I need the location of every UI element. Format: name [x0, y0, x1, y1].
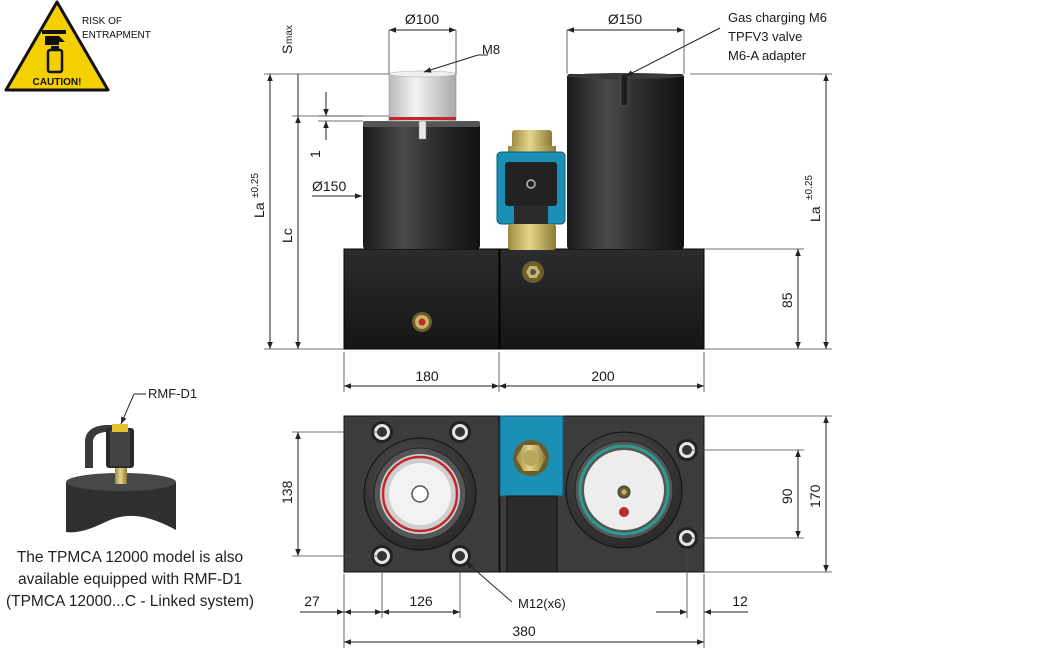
gas-label-1: Gas charging M6 [728, 10, 827, 25]
dim-126: 126 [409, 593, 433, 609]
dim-d150-left: Ø150 [312, 178, 346, 194]
bolt-hole [449, 545, 471, 567]
dim-la-left-tol: ±0.25 [250, 173, 261, 198]
dim-d150-right: Ø150 [608, 11, 642, 27]
warning-sign: CAUTION! [4, 0, 110, 92]
dim-12: 12 [732, 593, 748, 609]
dim-180: 180 [415, 368, 439, 384]
dim-d100: Ø100 [405, 11, 439, 27]
gas-label-3: M6-A adapter [728, 48, 807, 63]
press-bar-icon [42, 30, 66, 34]
warning-line1: RISK OF [82, 16, 122, 27]
rmf-d1-accessory [66, 424, 176, 533]
caution-text: CAUTION! [33, 77, 82, 88]
dim-380: 380 [512, 623, 536, 639]
port-left [412, 312, 432, 332]
dim-s-max-sub: max [284, 25, 295, 44]
dim-s-max: S [279, 45, 295, 54]
cylinder-left [363, 121, 480, 249]
bolt-hole [449, 421, 471, 443]
top-view [343, 415, 705, 573]
label-m8: M8 [482, 42, 500, 57]
dim-27: 27 [304, 593, 320, 609]
note-line1: The TPMCA 12000 model is also [17, 549, 243, 566]
label-m12: M12(x6) [518, 596, 566, 611]
dim-85: 85 [779, 292, 795, 308]
top-dimensions: 138 90 170 27 126 M12(x6) 12 380 [279, 415, 832, 648]
base-block-left [343, 248, 500, 350]
dim-200: 200 [591, 368, 615, 384]
dim-138: 138 [279, 480, 295, 504]
front-view [343, 70, 705, 350]
bolt-hole [371, 421, 393, 443]
piston-rod [388, 73, 457, 122]
warning-line2: ENTRAPMENT [82, 30, 151, 41]
dim-la-left: La [251, 202, 267, 218]
note-line3: (TPMCA 12000...C - Linked system) [6, 593, 254, 610]
rmf-d1-label: RMF-D1 [148, 386, 197, 401]
dim-90: 90 [779, 488, 795, 504]
bolt-hole [371, 545, 393, 567]
note-line2: available equipped with RMF-D1 [18, 571, 242, 588]
gas-label-2: TPFV3 valve [728, 29, 802, 44]
valve-fitting [496, 130, 566, 250]
dim-lc: Lc [279, 228, 295, 243]
dim-1: 1 [307, 150, 323, 158]
dim-170: 170 [807, 484, 823, 508]
dim-la-right: La [807, 206, 823, 222]
bolt-hole [676, 527, 698, 549]
hand-icon [45, 36, 65, 45]
bolt-hole [676, 439, 698, 461]
cylinder-right [567, 74, 684, 249]
front-dimensions: Ø100 Ø150 M8 Gas charging M6 TPFV3 valve… [250, 10, 832, 392]
dim-la-right-tol: ±0.25 [804, 175, 815, 200]
port-right [522, 261, 544, 283]
